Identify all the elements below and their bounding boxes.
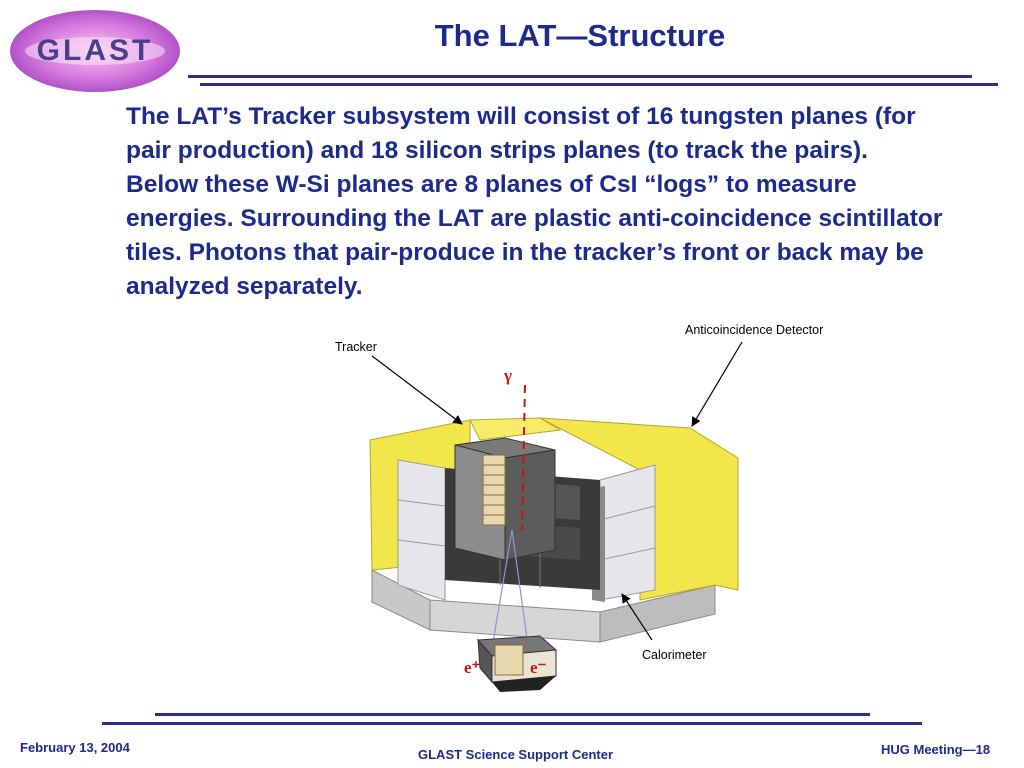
acd-tiles — [397, 459, 656, 602]
body-paragraph: The LAT’s Tracker subsystem will consist… — [126, 103, 943, 300]
footer-center: GLAST Science Support Center — [418, 747, 614, 762]
page-title: The LAT—Structure — [434, 18, 726, 53]
electron-track — [489, 529, 513, 661]
glast-logo: GLAST — [8, 8, 182, 94]
acd-arrow — [691, 341, 743, 427]
bottom-rule-2 — [102, 722, 922, 725]
tracker-label: Tracker — [335, 340, 377, 354]
bottom-rule-1 — [155, 713, 870, 716]
positron-symbol: e⁺ — [464, 658, 481, 677]
calorimeter-base — [371, 569, 716, 643]
gamma-ray-path — [521, 384, 526, 531]
acd-label: Anticoincidence Detector — [685, 323, 824, 337]
tracker-tower — [454, 437, 556, 561]
top-rule-1 — [188, 75, 972, 78]
logo-text: GLAST — [36, 34, 154, 67]
top-rule-2 — [200, 83, 998, 86]
electron-symbol: e⁻ — [530, 658, 547, 677]
footer-date: February 13, 2004 — [20, 740, 130, 755]
gamma-symbol: γ — [504, 366, 512, 385]
logo-ellipse-icon — [10, 10, 180, 92]
calorimeter-label: Calorimeter — [642, 648, 707, 662]
calorimeter-arrow — [621, 593, 653, 641]
calorimeter-module — [476, 635, 558, 692]
footer-page: HUG Meeting—18 — [881, 742, 991, 757]
tracker-arrow — [371, 355, 463, 425]
